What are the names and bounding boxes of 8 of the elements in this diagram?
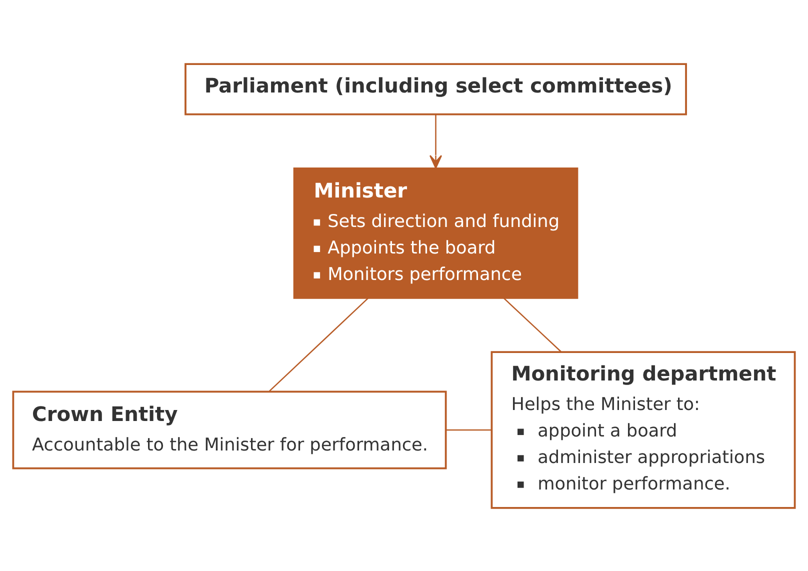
- arrow: [429, 114, 442, 168]
- node-box: Parliament (including select committees): [184, 62, 687, 115]
- node-box: Monitoring department Helps the Minister to: appoint a board administer appropriations monitor performance.: [490, 350, 796, 508]
- node-box: Minister Sets direction and funding Appoints the board Monitors performance: [293, 166, 578, 298]
- node-box: Crown Entity Accountable to the Minister for performance.: [12, 390, 447, 469]
- connector: [446, 428, 492, 430]
- connector: [503, 297, 562, 352]
- connector: [269, 297, 369, 392]
